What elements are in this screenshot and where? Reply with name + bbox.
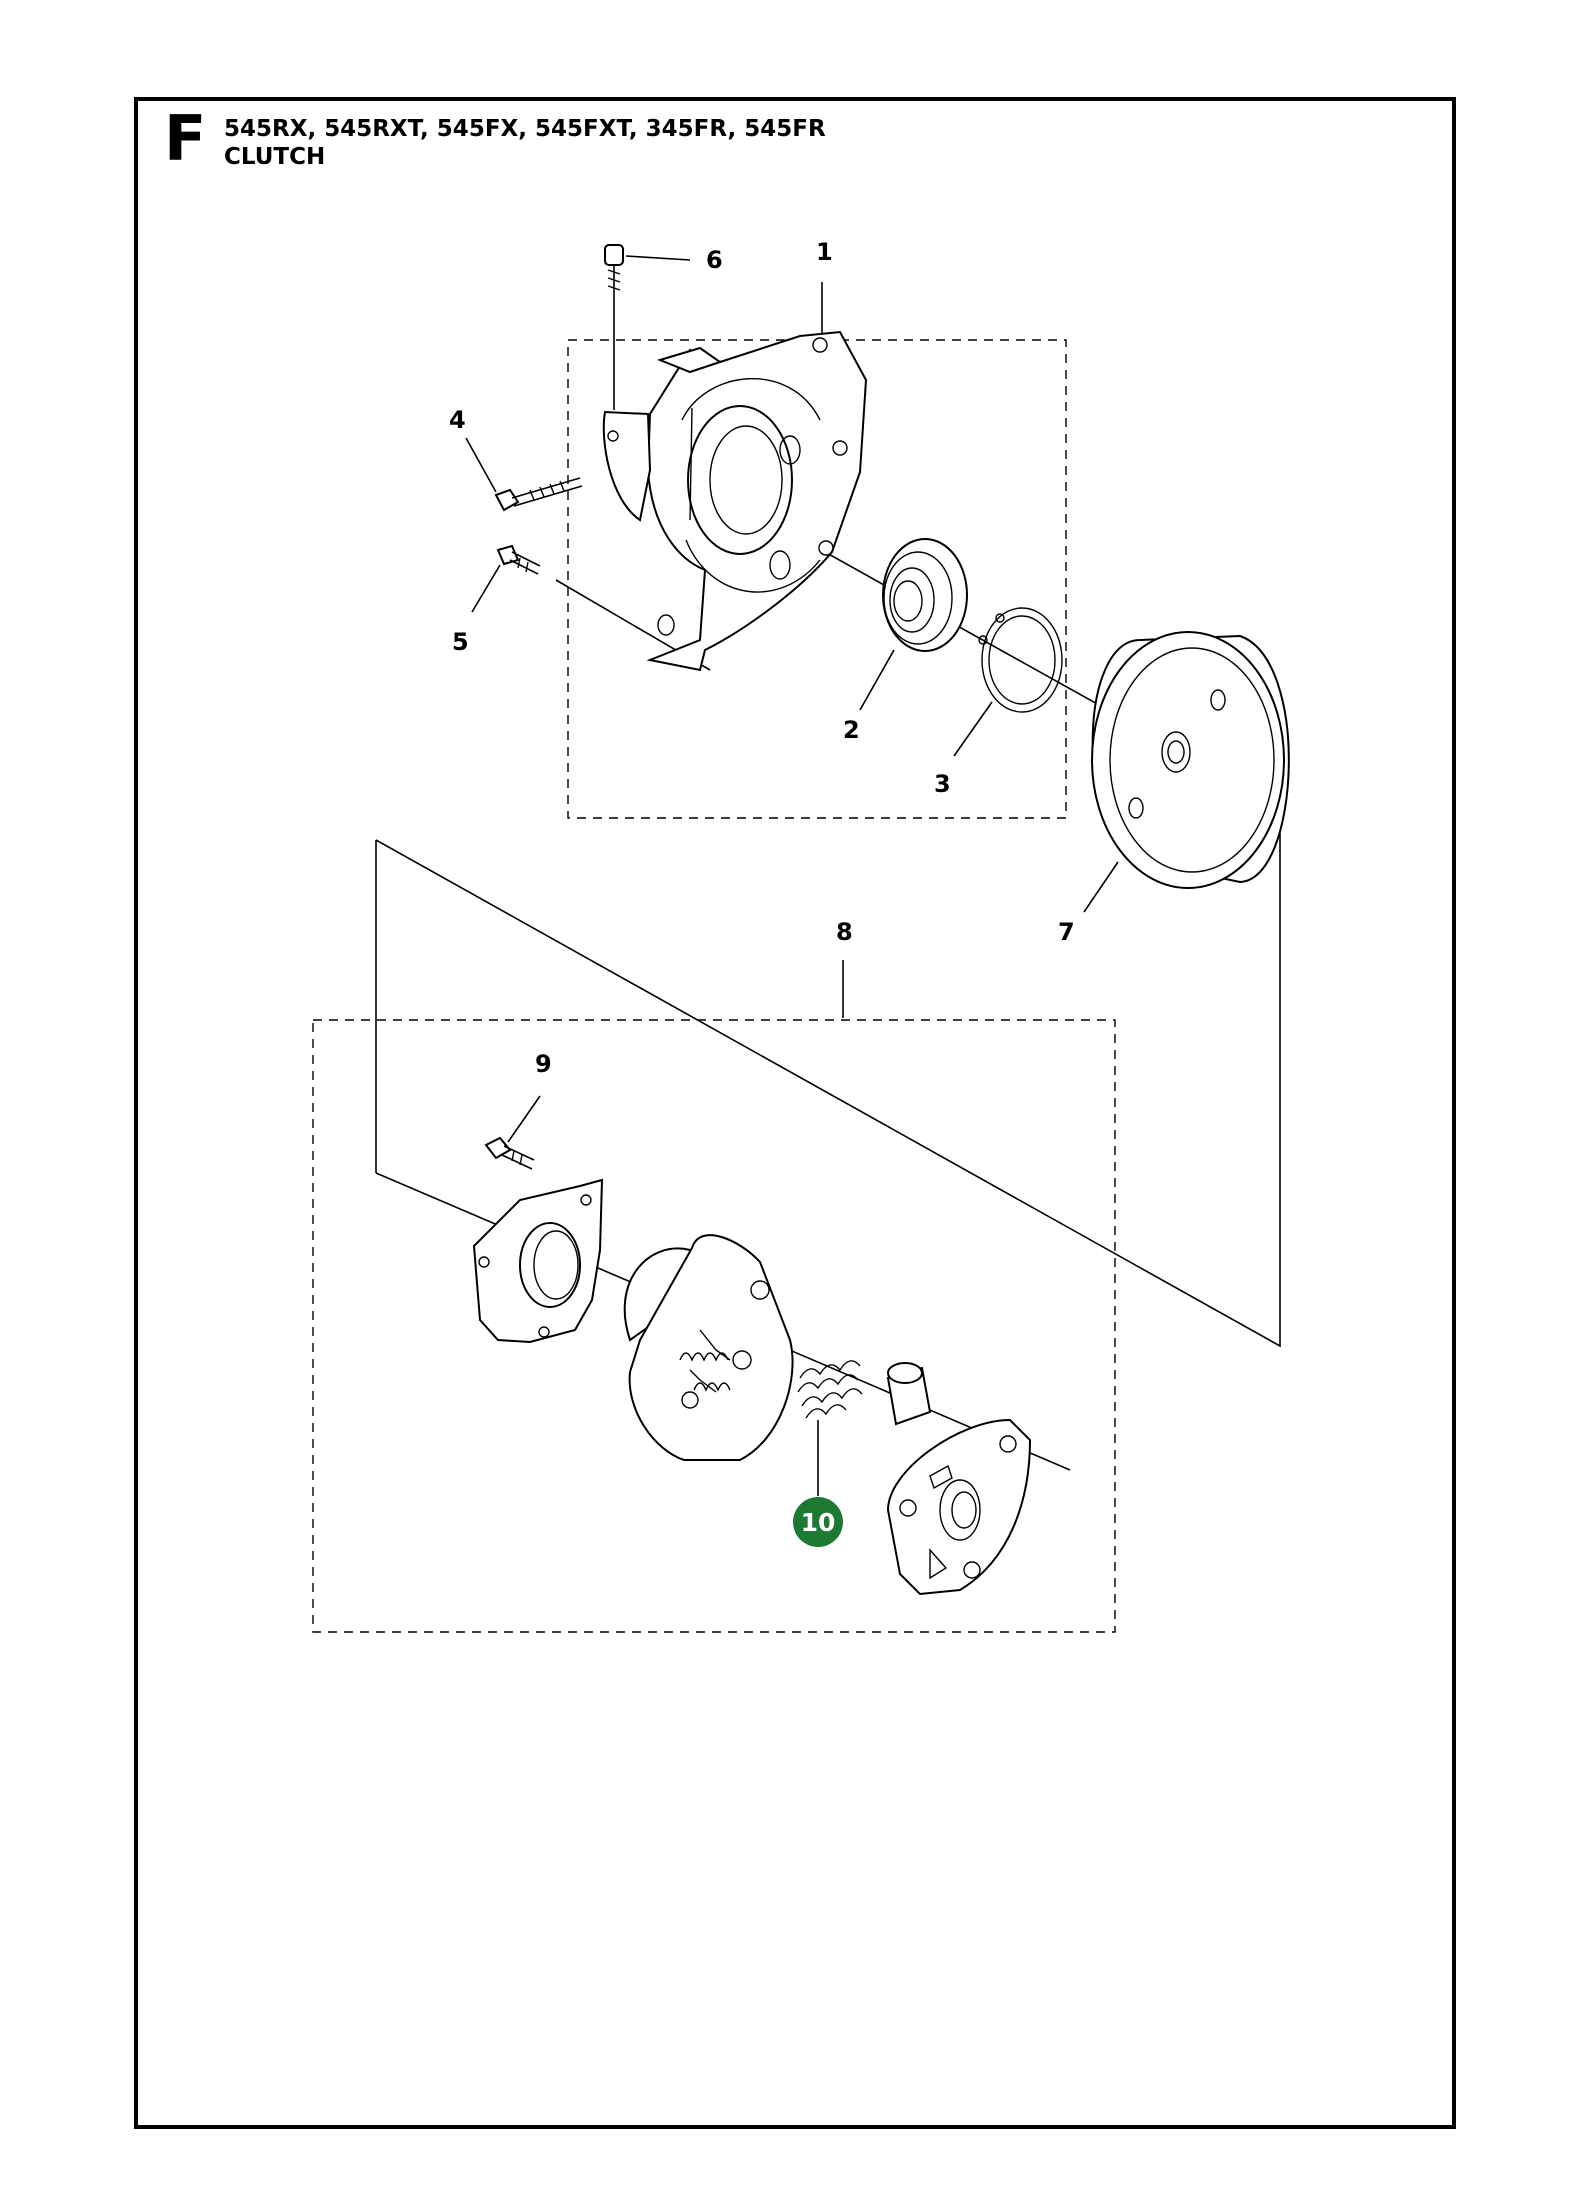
part-front-plate (472, 1178, 604, 1344)
assembly-line-outer (375, 806, 1281, 1348)
part-10-spring (797, 1360, 863, 1419)
part-1-clutch-housing (602, 330, 868, 672)
part-9-bolt (484, 1136, 535, 1170)
leader-9 (507, 1095, 541, 1143)
callout-5: 5 (452, 628, 469, 656)
leader-6 (625, 255, 691, 261)
callout-10: 10 (801, 1508, 836, 1537)
callout-4: 4 (449, 406, 466, 434)
part-bushing (886, 1362, 932, 1426)
part-rear-plate (886, 1418, 1032, 1596)
group-box-8 (312, 1019, 1116, 1633)
diagram-title: CLUTCH (224, 144, 326, 170)
part-clutch-shoes (623, 1234, 794, 1461)
callout-1: 1 (816, 238, 833, 266)
callout-6: 6 (706, 246, 723, 274)
callout-7: 7 (1058, 918, 1075, 946)
section-letter: F (164, 102, 207, 175)
highlight-badge (793, 1497, 843, 1547)
callout-9: 9 (535, 1050, 552, 1078)
leader-3 (953, 701, 993, 757)
page-frame (134, 97, 1456, 2129)
leader-7 (1083, 861, 1119, 913)
leader-5 (471, 564, 501, 613)
model-list: 545RX, 545RXT, 545FX, 545FXT, 345FR, 545… (224, 116, 826, 142)
part-2-bearing (882, 538, 968, 652)
callout-8: 8 (836, 918, 853, 946)
leader-2 (859, 649, 895, 711)
callout-3: 3 (934, 770, 951, 798)
part-3-circlip (978, 607, 1063, 713)
callout-2: 2 (843, 716, 860, 744)
leader-4 (465, 437, 497, 493)
part-6-screw (604, 244, 624, 410)
part-7-clutch-drum (1091, 631, 1290, 889)
part-5-bolt (496, 544, 541, 575)
part-4-bolt (494, 477, 583, 512)
callout-10-highlight: 10 (793, 1497, 843, 1547)
